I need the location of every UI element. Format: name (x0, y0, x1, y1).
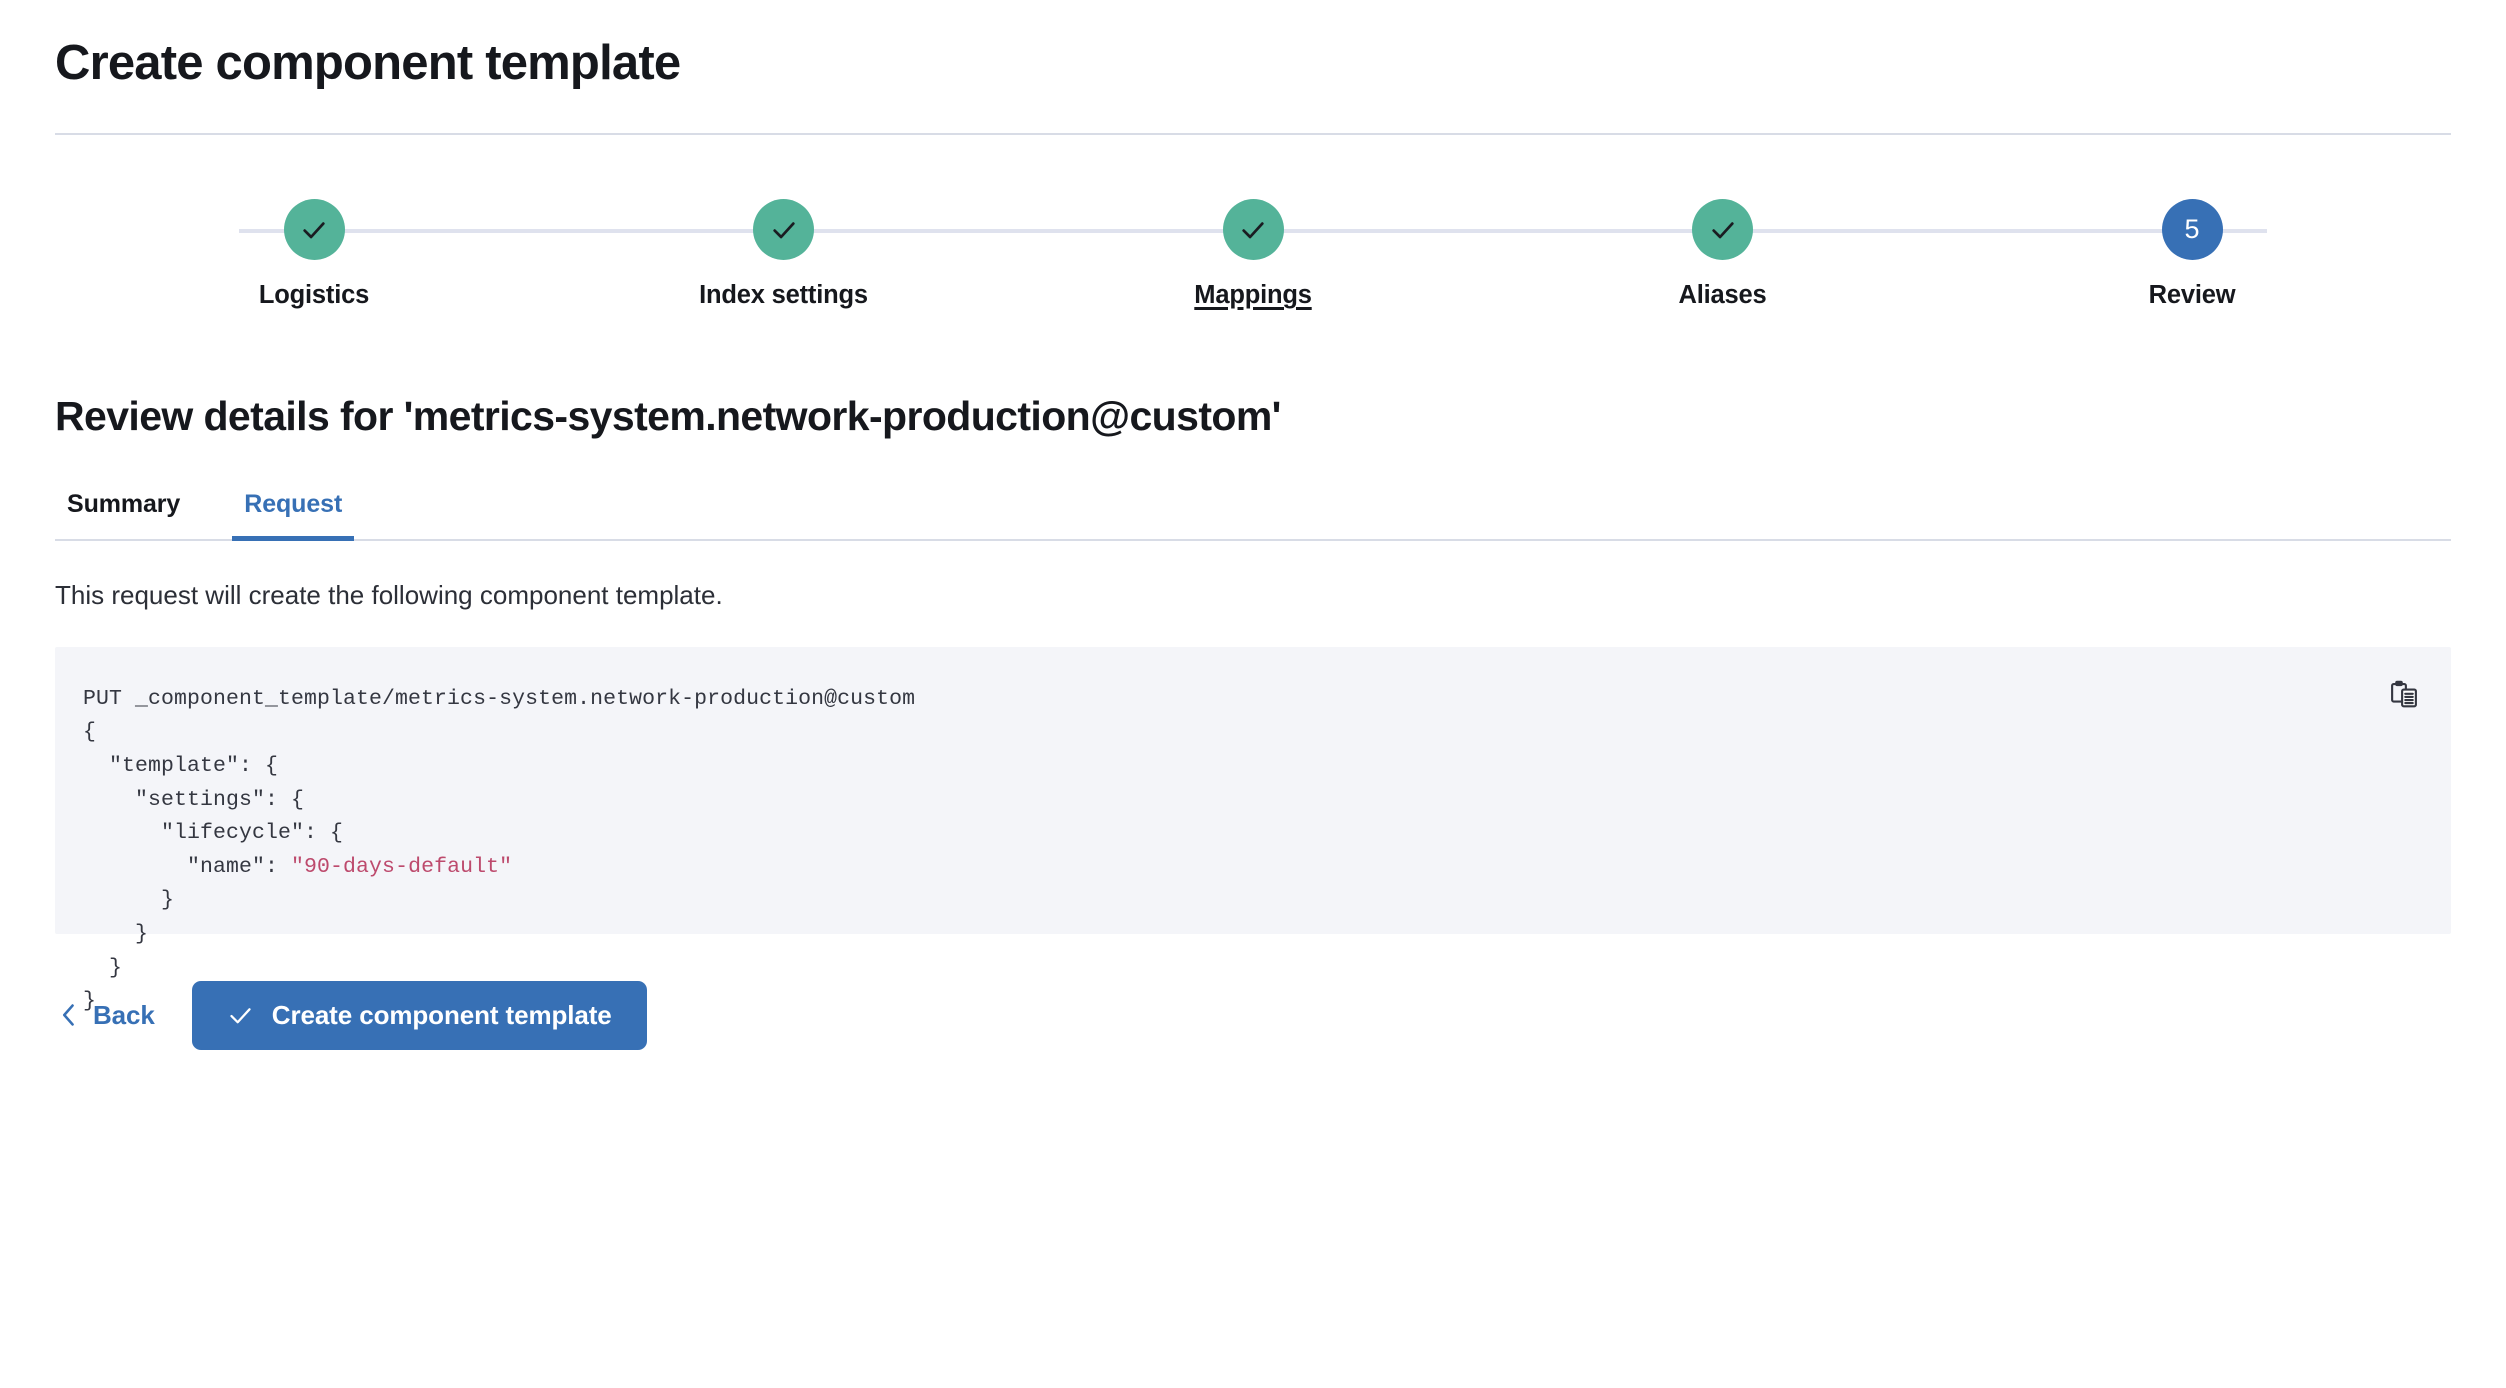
header-divider (55, 133, 2451, 136)
check-icon (772, 222, 795, 239)
create-button-label: Create component template (271, 999, 612, 1030)
step-number: 5 (2184, 214, 2200, 245)
stepper-step-label: Review (2148, 281, 2236, 310)
tab-request[interactable]: Request (232, 490, 355, 542)
review-tabs: Summary Request (55, 490, 2451, 542)
back-button-label: Back (93, 999, 155, 1030)
create-component-template-button[interactable]: Create component template (191, 980, 647, 1050)
check-icon (230, 1008, 251, 1024)
wizard-actions: Back Create component template (55, 980, 2451, 1050)
request-code-block: PUT _component_template/metrics-system.n… (55, 646, 2451, 1013)
request-description: This request will create the following c… (55, 580, 723, 611)
check-icon (1242, 222, 1264, 239)
page-title: Create component template (55, 36, 681, 90)
step-circle-2 (753, 199, 814, 261)
back-button[interactable]: Back (55, 990, 159, 1041)
stepper-step-label: Logistics (258, 281, 370, 310)
step-circle-3 (1222, 199, 1284, 261)
request-code-content: PUT _component_template/metrics-system.n… (83, 686, 916, 1014)
stepper-step-label: Aliases (1678, 281, 1767, 310)
tab-summary[interactable]: Summary (55, 490, 192, 539)
check-icon (1711, 222, 1734, 239)
chevron-left-icon (62, 1004, 74, 1027)
stepper-step-label: Index settings (699, 281, 868, 310)
stepper-step-label: Mappings (1194, 281, 1312, 310)
stepper-step-index-settings[interactable]: Index settings (654, 199, 914, 310)
copy-clipboard-icon-glyph (2391, 680, 2417, 708)
copy-clipboard-icon[interactable] (2384, 675, 2424, 715)
check-icon (303, 222, 325, 239)
step-circle-1 (283, 199, 345, 261)
stepper-step-mappings[interactable]: Mappings (1123, 199, 1383, 310)
step-circle-4 (1692, 199, 1753, 261)
step-circle-5: 5 (2161, 199, 2223, 261)
stepper-step-aliases[interactable]: Aliases (1593, 199, 1853, 310)
stepper-step-logistics[interactable]: Logistics (184, 199, 444, 310)
review-heading: Review details for 'metrics-system.netwo… (55, 393, 1281, 440)
code-string-value: "90-days-default" (291, 854, 513, 879)
